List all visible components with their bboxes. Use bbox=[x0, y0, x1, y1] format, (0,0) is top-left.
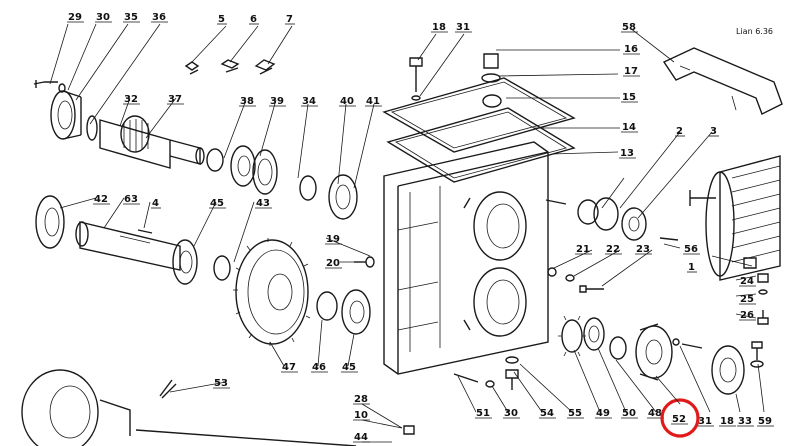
part-label-30: 30 bbox=[504, 408, 518, 419]
part-label-45: 45 bbox=[210, 198, 224, 209]
bearings-row bbox=[206, 145, 358, 220]
part-label-24: 24 bbox=[740, 276, 754, 287]
part-label-6: 6 bbox=[250, 14, 257, 25]
guard-cover bbox=[662, 47, 783, 115]
part-label-56: 56 bbox=[684, 244, 698, 255]
leader-lines bbox=[49, 23, 765, 443]
part-label-45: 45 bbox=[342, 362, 356, 373]
part-label-44: 44 bbox=[354, 432, 368, 443]
part-label-16: 16 bbox=[624, 44, 638, 55]
part-label-31: 31 bbox=[698, 416, 712, 427]
part-label-63: 63 bbox=[124, 194, 138, 205]
part-label-19: 19 bbox=[326, 234, 340, 245]
part-label-28: 28 bbox=[354, 394, 368, 405]
part-label-55: 55 bbox=[568, 408, 582, 419]
part-label-36: 36 bbox=[152, 12, 166, 23]
part-label-38: 38 bbox=[240, 96, 254, 107]
part-label-34: 34 bbox=[302, 96, 316, 107]
part-label-15: 15 bbox=[622, 92, 636, 103]
part-label-30: 30 bbox=[96, 12, 110, 23]
right-lower-assembly bbox=[558, 315, 764, 395]
part-label-43: 43 bbox=[256, 198, 270, 209]
part-label-21: 21 bbox=[576, 244, 590, 255]
part-label-59: 59 bbox=[758, 416, 772, 427]
part-label-51: 51 bbox=[476, 408, 490, 419]
part-label-33: 33 bbox=[738, 416, 752, 427]
part-label-50: 50 bbox=[622, 408, 636, 419]
part-label-42: 42 bbox=[94, 194, 108, 205]
part-label-4: 4 bbox=[152, 198, 159, 209]
part-label-7: 7 bbox=[286, 14, 293, 25]
part-label-13: 13 bbox=[620, 148, 634, 159]
small-parts-5-6-7 bbox=[184, 59, 276, 75]
part-label-48: 48 bbox=[648, 408, 662, 419]
part-label-49: 49 bbox=[596, 408, 610, 419]
part-label-14: 14 bbox=[622, 122, 636, 133]
page-reference: Lian 6.36 bbox=[736, 27, 773, 36]
part-label-41: 41 bbox=[366, 96, 380, 107]
part-label-35: 35 bbox=[124, 12, 138, 23]
part-label-1: 1 bbox=[688, 262, 695, 273]
part-label-47: 47 bbox=[282, 362, 296, 373]
part-label-40: 40 bbox=[340, 96, 354, 107]
part-label-54: 54 bbox=[540, 408, 554, 419]
part-label-20: 20 bbox=[326, 258, 340, 269]
part-label-26: 26 bbox=[740, 310, 754, 321]
part-label-32: 32 bbox=[124, 94, 138, 105]
part-label-58: 58 bbox=[622, 22, 636, 33]
part-label-18: 18 bbox=[720, 416, 734, 427]
part-label-25: 25 bbox=[740, 294, 754, 305]
part-label-5: 5 bbox=[218, 14, 225, 25]
top-bolt bbox=[409, 57, 423, 101]
part-label-23: 23 bbox=[636, 244, 650, 255]
bottom-small-parts bbox=[135, 256, 519, 446]
gearbox-housing bbox=[382, 53, 576, 375]
part-label-10: 10 bbox=[354, 410, 368, 421]
part-label-52: 52 bbox=[672, 414, 686, 425]
electric-motor bbox=[689, 155, 781, 281]
small-hardware-right bbox=[547, 267, 769, 325]
part-label-46: 46 bbox=[312, 362, 326, 373]
part-label-31: 31 bbox=[456, 22, 470, 33]
part-label-2: 2 bbox=[676, 126, 683, 137]
output-shaft-assembly bbox=[35, 195, 231, 285]
part-label-29: 29 bbox=[68, 12, 82, 23]
part-label-53: 53 bbox=[214, 378, 228, 389]
pulley-hub bbox=[21, 369, 131, 446]
part-label-22: 22 bbox=[606, 244, 620, 255]
part-label-18: 18 bbox=[432, 22, 446, 33]
part-label-17: 17 bbox=[624, 66, 638, 77]
sprockets bbox=[545, 197, 679, 241]
highlight-circle bbox=[660, 398, 700, 438]
part-label-3: 3 bbox=[710, 126, 717, 137]
part-label-39: 39 bbox=[270, 96, 284, 107]
large-gear bbox=[233, 238, 371, 346]
